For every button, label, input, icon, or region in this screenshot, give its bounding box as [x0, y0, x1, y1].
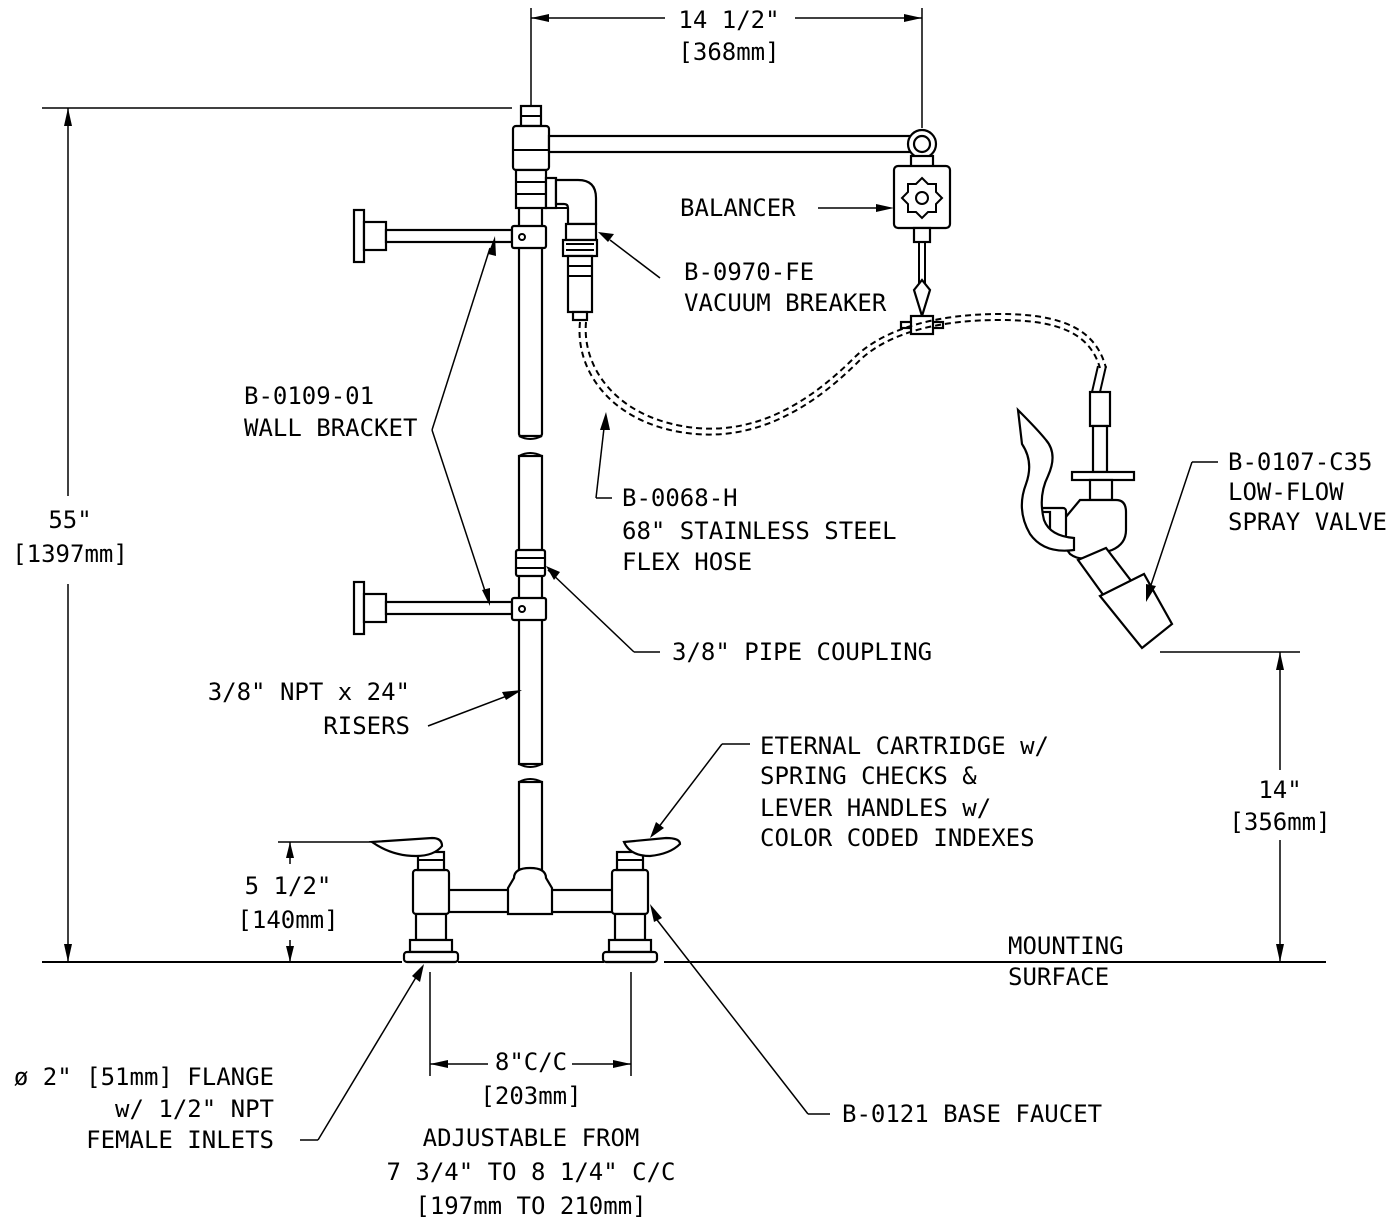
balancer-leader [818, 204, 894, 212]
cartridge-desc-3: LEVER HANDLES w/ [760, 794, 991, 822]
flange-desc-1: ø 2" [51mm] FLANGE [14, 1063, 274, 1091]
base-faucet-leader [650, 904, 830, 1115]
spray-valve-desc-1: LOW-FLOW [1228, 478, 1344, 506]
flex-hose-desc-2: FLEX HOSE [622, 548, 752, 576]
vacuum-breaker-part-number: B-0970-FE [684, 258, 814, 286]
dimension-faucet-height: 5 1/2" [140mm] [237, 841, 375, 962]
flange-leader [300, 964, 424, 1141]
dimension-center-spacing-mm: [203mm] [480, 1082, 581, 1110]
dimension-faucet-height-mm: [140mm] [237, 906, 338, 934]
dimension-overall-height-inch: 55" [48, 506, 91, 534]
risers-leader [427, 690, 522, 727]
dimension-center-spacing-note-1: ADJUSTABLE FROM [423, 1124, 640, 1152]
dimension-spray-height-mm: [356mm] [1229, 808, 1330, 836]
pipe-coupling-label: 3/8" PIPE COUPLING [672, 638, 932, 666]
flex-hose [578, 318, 1101, 436]
dimension-center-spacing: 8"C/C [203mm] ADJUSTABLE FROM 7 3/4" TO … [387, 972, 676, 1220]
dimension-center-spacing-inch: 8"C/C [495, 1048, 567, 1076]
dimension-balancer-span: 14 1/2" [368mm] [530, 6, 923, 128]
flange-desc-3: FEMALE INLETS [86, 1126, 274, 1154]
dimension-overall-height-mm: [1397mm] [12, 540, 128, 568]
risers-name: RISERS [323, 712, 410, 740]
vacuum-breaker [544, 176, 599, 322]
cartridge-leader [650, 743, 750, 838]
flex-hose-part-number: B-0068-H [622, 484, 738, 512]
base-faucet-label: B-0121 BASE FAUCET [842, 1100, 1102, 1128]
flex-hose-desc-1: 68" STAINLESS STEEL [622, 517, 897, 545]
top-tee-fitting [511, 104, 551, 210]
flange-desc-2: w/ 1/2" NPT [115, 1095, 274, 1123]
dimension-spray-height: 14" [356mm] [1160, 651, 1331, 962]
cartridge-desc-1: ETERNAL CARTRIDGE w/ [760, 732, 1049, 760]
balancer [892, 154, 952, 336]
risers-size: 3/8" NPT x 24" [208, 678, 410, 706]
wall-bracket-part-number: B-0109-01 [244, 382, 374, 410]
spray-valve-desc-2: SPRAY VALVE [1228, 508, 1387, 536]
dimension-balancer-span-inch: 14 1/2" [678, 6, 779, 34]
mounting-surface-label-1: MOUNTING [1008, 932, 1124, 960]
balancer-arm [547, 128, 938, 160]
flex-hose-leader [595, 412, 612, 499]
wall-bracket-name: WALL BRACKET [244, 414, 417, 442]
pipe-coupling [514, 548, 547, 578]
wall-bracket-leader [431, 236, 496, 606]
cartridge-desc-4: COLOR CODED INDEXES [760, 824, 1035, 852]
spray-valve-part-number: B-0107-C35 [1228, 448, 1373, 476]
dimension-spray-height-inch: 14" [1258, 776, 1301, 804]
dimension-overall-height: 55" [1397mm] [12, 107, 512, 962]
mounting-surface-label-2: SURFACE [1008, 963, 1109, 991]
dimension-faucet-height-inch: 5 1/2" [245, 872, 332, 900]
dimension-center-spacing-note-2: 7 3/4" TO 8 1/4" C/C [387, 1158, 676, 1186]
wall-bracket-lower [352, 580, 548, 636]
base-faucet [368, 836, 682, 964]
vacuum-breaker-name: VACUUM BREAKER [684, 289, 887, 317]
cartridge-desc-2: SPRING CHECKS & [760, 762, 977, 790]
dimension-center-spacing-note-3: [197mm TO 210mm] [415, 1192, 646, 1220]
flex-hose-inner [584, 312, 1107, 430]
riser-pipe [517, 198, 544, 880]
dimension-balancer-span-mm: [368mm] [678, 38, 779, 66]
spray-valve-leader [1146, 461, 1218, 602]
pipe-coupling-leader [546, 566, 660, 653]
spray-valve [1016, 365, 1174, 650]
vacuum-breaker-leader [598, 232, 661, 279]
balancer-label: BALANCER [680, 194, 796, 222]
wall-bracket-upper [352, 208, 548, 264]
